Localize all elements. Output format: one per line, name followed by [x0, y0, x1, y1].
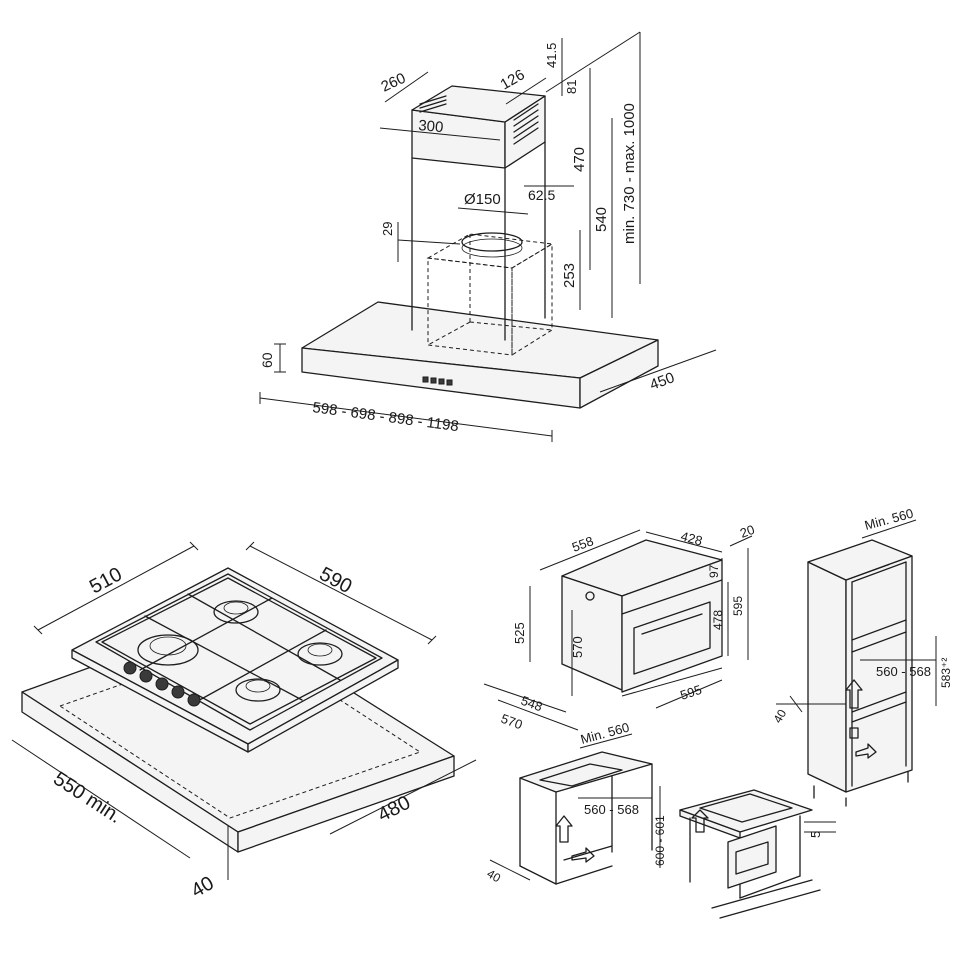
- undercounter-min-width-label: Min. 560: [579, 720, 631, 747]
- under-hob-gap-label: 5: [808, 831, 823, 838]
- hood-outlet-height-label: 29: [380, 222, 395, 236]
- oven-width-label: 558: [570, 533, 596, 555]
- hood-control-buttons: [422, 376, 453, 386]
- burner-rear-right: [297, 642, 343, 666]
- oven-overall-depth-label: 570: [499, 711, 525, 733]
- oven-inner-height-label: 570: [570, 636, 585, 658]
- oven-body-height-label: 525: [512, 622, 527, 644]
- hood-outlet-offset-label: 62.5: [528, 187, 555, 203]
- oven-dimension-diagram: 558 428 20 97 478 595 525 570 595 548 57…: [483, 522, 757, 733]
- column-airflow-arrow: [845, 679, 863, 709]
- worktop-side: [237, 755, 455, 853]
- hood-bracket-depth-label: 126: [498, 66, 528, 93]
- oven-mounting-hole: [585, 591, 595, 601]
- hood-total-height-label: min. 730 - max. 1000: [621, 103, 638, 244]
- undercounter-worktop: [519, 751, 653, 793]
- hood-top-offset-label: 41.5: [544, 43, 559, 68]
- undercounter-niche-height-label: 600 - 601: [653, 815, 667, 866]
- column-side: [807, 561, 847, 793]
- oven-panel-height-label: 97: [707, 564, 721, 578]
- gas-hob-diagram: 510 590 550 min. 480 40: [11, 541, 477, 902]
- cooker-hood-diagram: 598 - 698 - 898 - 1198 450 60 300 260 12…: [259, 31, 717, 442]
- hob-burners: [137, 600, 343, 702]
- undercounter-clearance-label: 40: [485, 866, 504, 885]
- hood-vent-grille: [419, 95, 539, 145]
- hood-outlet-diameter-label: Ø150: [464, 191, 501, 208]
- hob-cutout-width-label: 550 min.: [49, 768, 125, 828]
- hood-width-label: 598 - 698 - 898 - 1198: [311, 399, 459, 435]
- column-niche-width-label: 560 - 568: [876, 664, 931, 679]
- hob-depth-label: 510: [86, 563, 126, 598]
- hood-upper-chimney-label: 470: [571, 147, 588, 172]
- oven-side-depth-label: 548: [519, 693, 545, 715]
- hob-front-clearance-label: 40: [188, 872, 218, 902]
- undercounter-niche-width-label: 560 - 568: [584, 802, 639, 817]
- under-hob-hob: [699, 793, 793, 823]
- hob-control-knobs: [123, 661, 201, 707]
- hood-chimney-width-label: 300: [418, 117, 444, 136]
- burner-rear-left: [213, 600, 259, 624]
- hood-canopy-side: [579, 339, 659, 409]
- oven-door-window: [633, 601, 711, 675]
- worktop-cutout: [58, 639, 422, 819]
- burner-front: [235, 678, 281, 702]
- column-clearance-label: 40: [770, 707, 789, 726]
- oven-door-thickness-label: 20: [738, 522, 757, 541]
- hood-lower-chimney-label: 540: [593, 207, 610, 232]
- oven-depth-label: 428: [679, 528, 704, 548]
- under-hob-oven-diagram: 5: [679, 789, 836, 919]
- tall-column-diagram: Min. 560 560 - 568 583⁺² 40: [770, 506, 953, 807]
- undercounter-installation-diagram: Min. 560 560 - 568 600 - 601 40: [485, 720, 668, 886]
- column-niche-height-label: 583⁺²: [939, 658, 953, 688]
- oven-total-height-label: 595: [731, 596, 745, 616]
- burner-large: [137, 634, 199, 666]
- hood-bracket-height-label: 81: [564, 80, 579, 94]
- oven-cavity-height-label: 478: [711, 610, 725, 630]
- undercounter-airflow-arrow: [555, 815, 573, 843]
- hood-air-outlet: [461, 232, 523, 252]
- column-socket: [849, 727, 859, 739]
- oven-front-width-label: 595: [678, 682, 703, 703]
- hood-inner-height-label: 253: [561, 263, 578, 288]
- hob-width-label: 590: [316, 563, 356, 598]
- oven-front: [621, 559, 723, 693]
- hood-chimney-depth-label: 260: [379, 70, 409, 96]
- hood-canopy-height-label: 60: [259, 352, 275, 368]
